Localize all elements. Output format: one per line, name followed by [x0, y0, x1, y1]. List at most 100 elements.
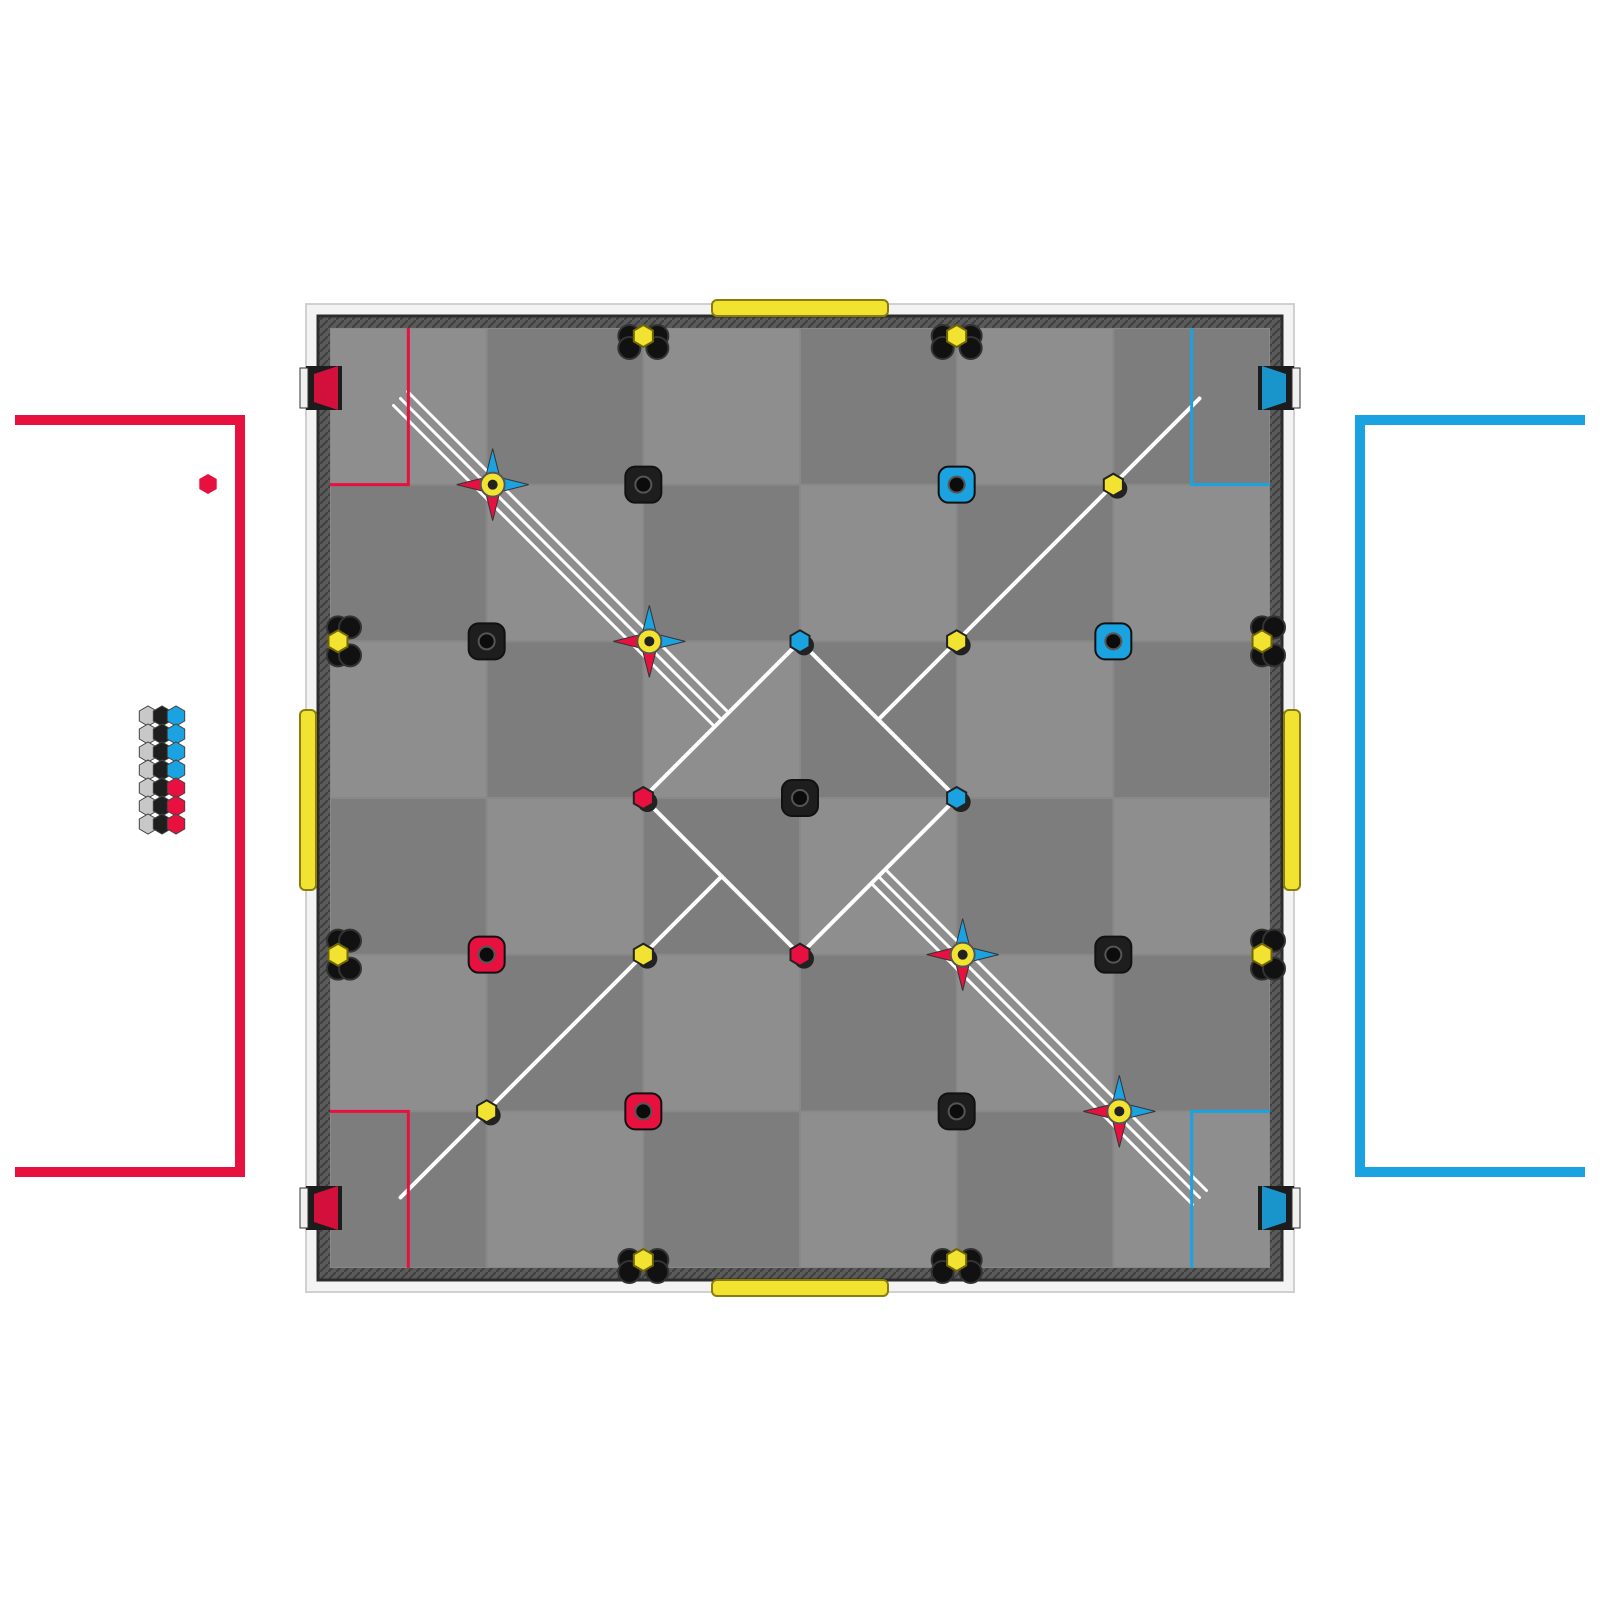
pole-cap-hex [632, 785, 654, 811]
floor-tile [644, 1112, 799, 1267]
floor-tile [331, 955, 486, 1111]
stack-cone-black [338, 928, 362, 953]
corner-substation-tape [1190, 1109, 1270, 1268]
floor-tile [644, 955, 799, 1111]
pole-cap [946, 785, 971, 812]
terminal-panel [1262, 1186, 1286, 1230]
right-wall-goal [1283, 709, 1301, 891]
junction-hole [634, 1102, 653, 1121]
ground-junction [624, 465, 663, 504]
corner-substation-tape [1190, 328, 1270, 487]
junction-hole [634, 475, 653, 494]
edge-cone-stacks [326, 323, 1286, 1284]
ground-junction [781, 779, 819, 817]
terminals [299, 366, 1301, 1230]
edge-cone-stack [326, 928, 362, 981]
star-hub-core [957, 949, 968, 960]
blue-alliance-station [1355, 415, 1585, 1177]
pole-cap-hex [789, 942, 811, 967]
stack-cone-black [1262, 615, 1286, 640]
diagonal-tape-single [876, 396, 1202, 722]
pole-cap [632, 942, 658, 969]
junction-hole [791, 789, 809, 807]
pole-cap-hex [946, 785, 968, 811]
stack-cone-black [338, 956, 362, 981]
alliance-stations [15, 415, 1585, 1177]
edge-goals [299, 299, 1301, 1297]
edge-cone-stack [930, 323, 983, 360]
pole-cap-hex [632, 942, 654, 967]
terminal-panel [314, 366, 338, 410]
pole-cap [789, 629, 814, 656]
floor-tile [1114, 642, 1269, 797]
ground-junction [937, 465, 976, 504]
corner-substation-tape [330, 328, 410, 487]
edge-cone-stack [326, 615, 362, 668]
cone-star [1083, 1075, 1156, 1148]
diagonal-tape-triple [399, 397, 724, 722]
ground-junction [467, 622, 506, 661]
pole-caps [476, 472, 1128, 1126]
stack-cap-yellow [327, 942, 349, 967]
cone-star [926, 918, 999, 991]
pole-cap [476, 1099, 501, 1126]
terminal [1258, 1186, 1301, 1230]
stack-cap-yellow [632, 1247, 654, 1273]
terminal-rail [299, 367, 309, 409]
floor-tile [801, 1112, 956, 1267]
floor-tile [644, 329, 799, 484]
cone-star [613, 605, 686, 678]
floor-tile [801, 485, 956, 641]
floor-tile [644, 485, 799, 641]
terminal-rail [1291, 367, 1301, 409]
diagonal-tape-triple [876, 874, 1201, 1199]
stack-cone-black [1262, 956, 1286, 981]
floor-tile [487, 1112, 643, 1267]
diagonal-tape-triple [392, 404, 717, 729]
star-hub-core [1114, 1106, 1125, 1117]
floor-tile [957, 329, 1113, 484]
junction-hole [947, 1102, 966, 1121]
edge-cone-stack [617, 323, 670, 360]
stock-cone-blue [166, 723, 186, 745]
tape-lines [330, 328, 1270, 1268]
stack-cone-black [1262, 643, 1286, 668]
stock-cone-red [166, 795, 186, 817]
diagonal-tape-single [398, 874, 724, 1200]
floor-tile [331, 642, 486, 797]
pole-cap-hex [1102, 472, 1124, 497]
cone-stars [456, 448, 1156, 1148]
terminal [299, 366, 342, 410]
pole-cap [946, 629, 971, 656]
stack-cap-yellow [327, 629, 349, 654]
star-hub-core [644, 636, 655, 647]
stock-cone-blue [166, 741, 186, 763]
ground-junction [1094, 935, 1133, 974]
edge-cone-stack [930, 1247, 983, 1284]
pole-cap [789, 942, 814, 969]
floor-tile [801, 329, 956, 484]
edge-cone-stack [617, 1247, 670, 1284]
diagonal-tape-triple [883, 867, 1208, 1192]
junction-hole [1104, 945, 1123, 964]
terminal-rail [1291, 1187, 1301, 1229]
terminal [1258, 366, 1301, 410]
stock-cone-blue [166, 705, 186, 727]
stack-cap-yellow [946, 1247, 968, 1273]
terminal [299, 1186, 342, 1230]
pole-cap-hex [476, 1099, 498, 1124]
stock-cone-red [166, 777, 186, 799]
floor-tile [1114, 799, 1269, 954]
stack-cone-black [338, 643, 362, 668]
ground-junctions [467, 465, 1133, 1131]
star-hub-core [487, 479, 498, 490]
pole-cap-hex [789, 629, 811, 654]
stock-cone-red [166, 813, 186, 835]
stack-cap-yellow [1251, 942, 1273, 967]
floor-tile [331, 485, 486, 641]
edge-cone-stack [1250, 615, 1286, 668]
ground-junction [467, 935, 506, 974]
diagonal-tape-triple [869, 881, 1194, 1206]
junction-hole [947, 475, 966, 494]
